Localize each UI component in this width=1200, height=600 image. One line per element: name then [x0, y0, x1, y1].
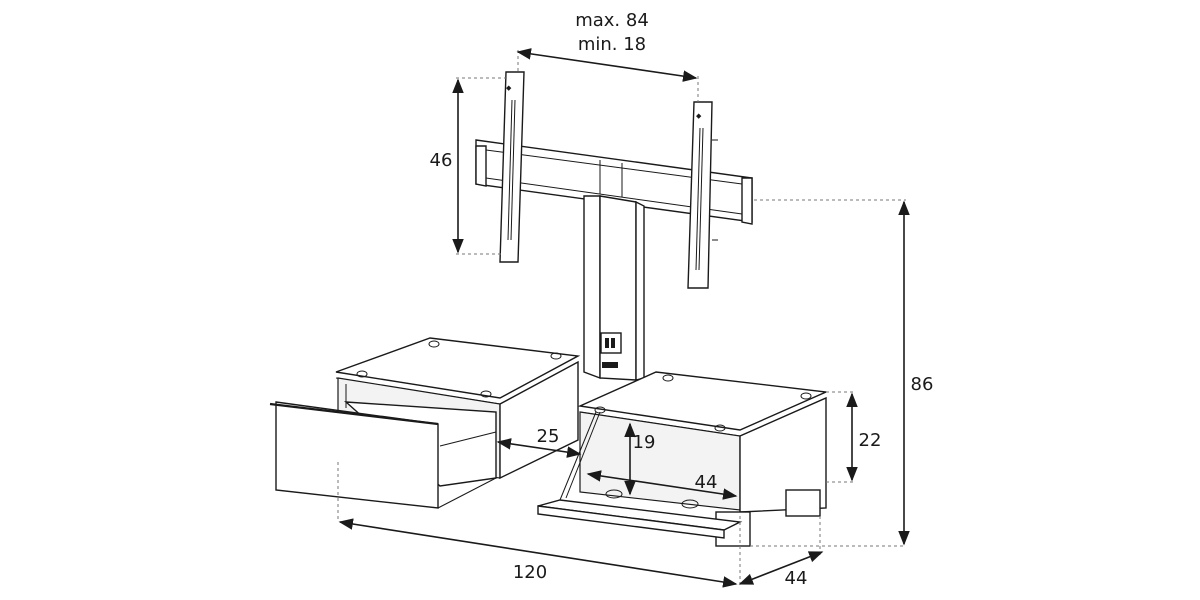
left-vesa-bracket: ◆ [499, 71, 525, 263]
label-depth: 44 [785, 568, 808, 589]
label-bracket-min: min. 18 [578, 34, 646, 55]
dimension-lines [338, 48, 910, 588]
left-drawer-open [269, 401, 497, 509]
dim-compartment-width [496, 438, 582, 458]
label-bracket-height: 46 [430, 150, 453, 171]
label-bracket-max: max. 84 [575, 10, 649, 31]
dim-bracket-spacing [516, 48, 698, 82]
label-shelf-height: 22 [859, 430, 882, 451]
dimension-labels: max. 84 min. 18 46 86 22 120 44 25 19 44 [430, 10, 934, 589]
svg-text:◆: ◆ [506, 84, 512, 92]
rear-leg [785, 489, 821, 517]
label-compartment-depth: 44 [695, 472, 718, 493]
dim-compartment-depth [586, 470, 738, 500]
label-total-height: 86 [911, 374, 934, 395]
tv-mount: ◆ ◆ [475, 71, 753, 381]
right-vesa-bracket: ◆ [687, 101, 718, 289]
svg-text:◆: ◆ [696, 112, 702, 120]
label-width: 120 [513, 562, 547, 583]
label-compartment-height: 19 [633, 432, 656, 453]
mount-column [583, 195, 645, 381]
label-compartment-width: 25 [537, 426, 560, 447]
left-top-glass [335, 337, 581, 399]
dim-width [338, 518, 738, 588]
dim-depth [738, 551, 824, 585]
